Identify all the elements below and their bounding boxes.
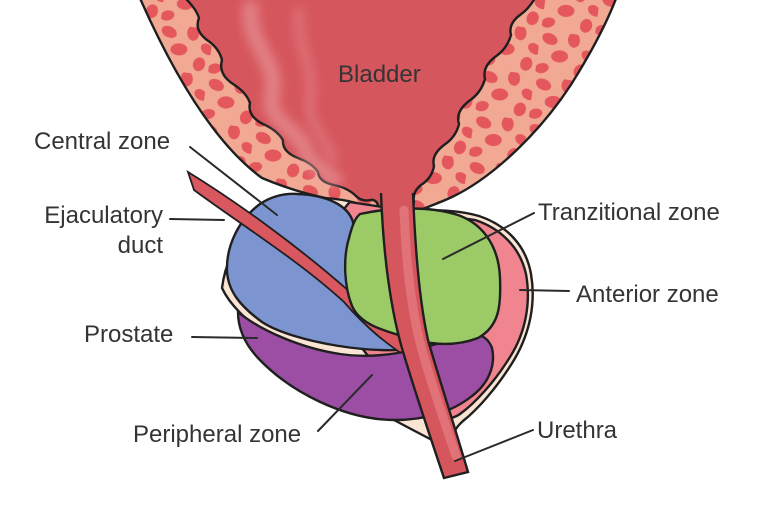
urethra-edge-left	[379, 192, 470, 480]
central-zone-leader	[189, 146, 278, 216]
ejaculatory-duct-label: Ejaculatory duct	[20, 201, 163, 261]
tranzitional-zone-label: Tranzitional zone	[538, 199, 720, 226]
anterior-zone-leader	[519, 289, 570, 292]
peripheral-zone-leader	[317, 374, 373, 432]
peripheral-zone-label: Peripheral zone	[133, 421, 302, 448]
central-zone-label: Central zone	[34, 128, 171, 155]
urethra-highlight	[399, 205, 461, 461]
ejaculatory-duct-label-line1: Ejaculatory	[44, 202, 163, 229]
bladder-streak	[242, 0, 345, 190]
bladder-streak	[294, 7, 339, 164]
urethra-label: Urethra	[537, 417, 618, 444]
bladder-label: Bladder	[338, 61, 421, 88]
bladder-outer-edge-right	[415, 0, 617, 214]
ejaculatory-duct-label-line2: duct	[117, 232, 163, 259]
prostate-leader	[191, 336, 258, 339]
bladder-interior	[185, 0, 536, 216]
tranzitional-zone-leader	[442, 212, 535, 260]
prostate-label: Prostate	[84, 321, 174, 348]
urethra-vessel	[381, 193, 468, 478]
urethra-leader	[454, 429, 534, 462]
anterior-zone-label: Anterior zone	[576, 281, 719, 308]
ejaculatory-duct-leader	[169, 218, 225, 221]
